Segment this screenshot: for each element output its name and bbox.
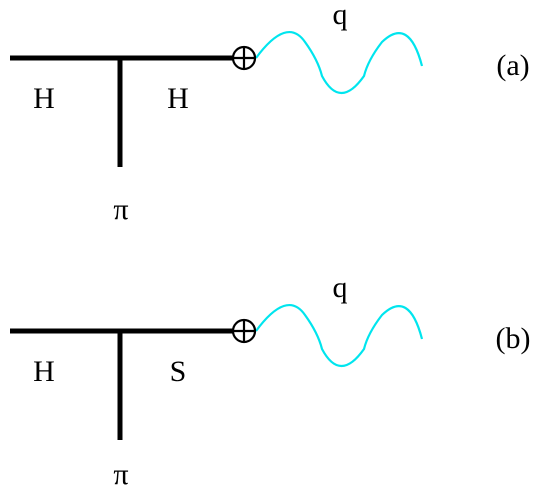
diagram-a-wave-label: q xyxy=(333,0,348,31)
diagram-b-left-leg-label: H xyxy=(33,355,55,388)
diagram-a: H H π q (a) xyxy=(10,0,530,226)
diagram-a-bottom-leg-label: π xyxy=(113,193,128,226)
diagram-b-bottom-leg-label: π xyxy=(113,458,128,489)
diagram-b-vertex-icon xyxy=(231,318,257,344)
diagram-a-wave xyxy=(255,31,424,94)
diagram-b: H S π q (b) xyxy=(10,271,530,489)
diagram-a-left-leg-label: H xyxy=(33,82,55,115)
diagram-a-vertex-icon xyxy=(231,45,257,71)
diagram-b-panel-label: (b) xyxy=(496,322,531,355)
diagram-b-wave xyxy=(255,304,424,367)
diagram-b-wave-label: q xyxy=(333,271,348,304)
diagram-b-right-leg-label: S xyxy=(170,355,187,388)
diagram-a-panel-label: (a) xyxy=(496,49,529,82)
diagram-a-right-leg-label: H xyxy=(167,82,189,115)
